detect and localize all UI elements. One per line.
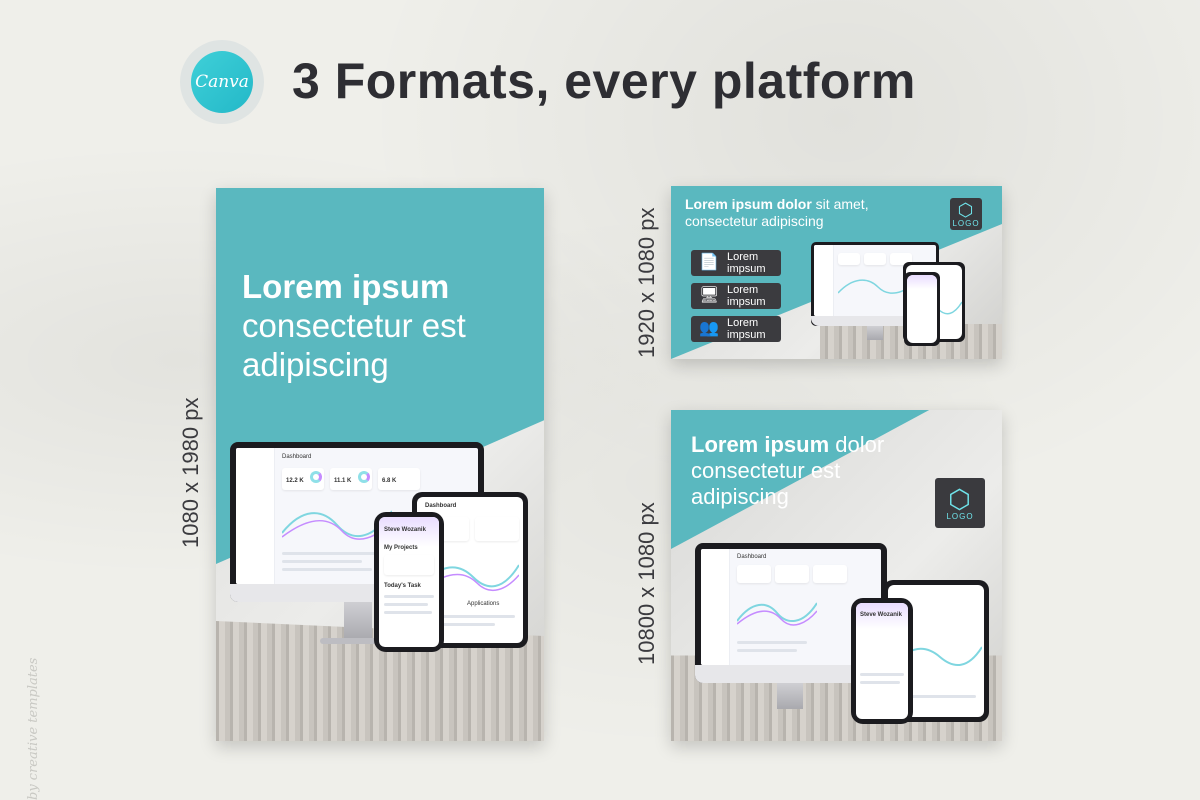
landscape-title-rest: sit amet, consectetur adipiscing — [685, 196, 869, 229]
square-phone-mockup: Steve Wozanik — [851, 598, 913, 724]
users-icon: 👥 — [699, 320, 719, 337]
kpi-1: 12.2 K — [286, 478, 304, 484]
portrait-template-card: Lorem ipsum consectetur est adipiscing D… — [216, 188, 544, 741]
feature-3-label: Lorem impsum — [727, 316, 766, 341]
square-template-card: Lorem ipsum dolor consectetur est adipis… — [671, 410, 1002, 741]
landscape-logo-label: LOGO — [952, 218, 980, 228]
feature-1-label: Lorem impsum — [727, 250, 766, 275]
landscape-phone-mockup — [904, 272, 940, 346]
square-phone-user: Steve Wozanik — [860, 612, 902, 618]
canva-logo-badge: Canva — [180, 40, 264, 124]
square-dashboard-title: Dashboard — [737, 554, 767, 560]
portrait-title-rest: consectetur est adipiscing — [242, 306, 466, 383]
tablet-dashboard-title: Dashboard — [425, 503, 457, 509]
phone-user: Steve Wozanik — [384, 527, 426, 533]
portrait-title: Lorem ipsum consectetur est adipiscing — [242, 268, 532, 385]
square-title-rest: dolor consectetur est adipiscing — [691, 432, 885, 509]
portrait-title-bold: Lorem ipsum — [242, 268, 450, 305]
square-title-bold: Lorem ipsum — [691, 432, 830, 457]
landscape-feature-1: 📄 Lorem impsum — [691, 250, 781, 276]
portrait-phone-mockup: Steve Wozanik My Projects Today's Task — [374, 512, 444, 652]
square-logo-placeholder: ⬡ LOGO — [935, 478, 985, 528]
landscape-feature-3: 👥 Lorem impsum — [691, 316, 781, 342]
landscape-template-card: Lorem ipsum dolor sit amet, consectetur … — [671, 186, 1002, 359]
landscape-feature-2: 🖥 Lorem impsum — [691, 283, 781, 309]
phone-tasks: Today's Task — [384, 583, 421, 589]
tablet-applications: Applications — [467, 601, 500, 607]
document-check-icon: 📄 — [699, 254, 719, 271]
square-logo-label: LOGO — [946, 511, 974, 521]
monitor-foot — [320, 638, 396, 644]
watermark-text: by creative templates — [26, 657, 41, 800]
page-headline: 3 Formats, every platform — [292, 53, 916, 109]
feature-2-label: Lorem impsum — [727, 283, 766, 308]
landscape-title: Lorem ipsum dolor sit amet, consectetur … — [685, 196, 925, 229]
devices-icon: 🖥 — [699, 287, 720, 304]
kpi-3: 6.8 K — [382, 478, 397, 484]
dashboard-title: Dashboard — [282, 454, 312, 460]
logo-hex-icon: ⬡ — [957, 199, 975, 220]
landscape-size-label: 1920 x 1080 px — [634, 207, 659, 358]
portrait-size-label: 1080 x 1980 px — [178, 397, 203, 548]
square-title: Lorem ipsum dolor consectetur est adipis… — [691, 432, 921, 510]
landscape-logo-placeholder: ⬡ LOGO — [950, 198, 982, 230]
landscape-title-bold: Lorem ipsum dolor — [685, 196, 812, 212]
canva-logo: Canva — [191, 51, 253, 113]
kpi-2: 11.1 K — [334, 478, 352, 484]
logo-hex-icon: ⬡ — [948, 483, 972, 514]
monitor-stand — [344, 602, 372, 640]
square-size-label: 10800 x 1080 px — [634, 502, 659, 665]
phone-projects: My Projects — [384, 545, 418, 551]
